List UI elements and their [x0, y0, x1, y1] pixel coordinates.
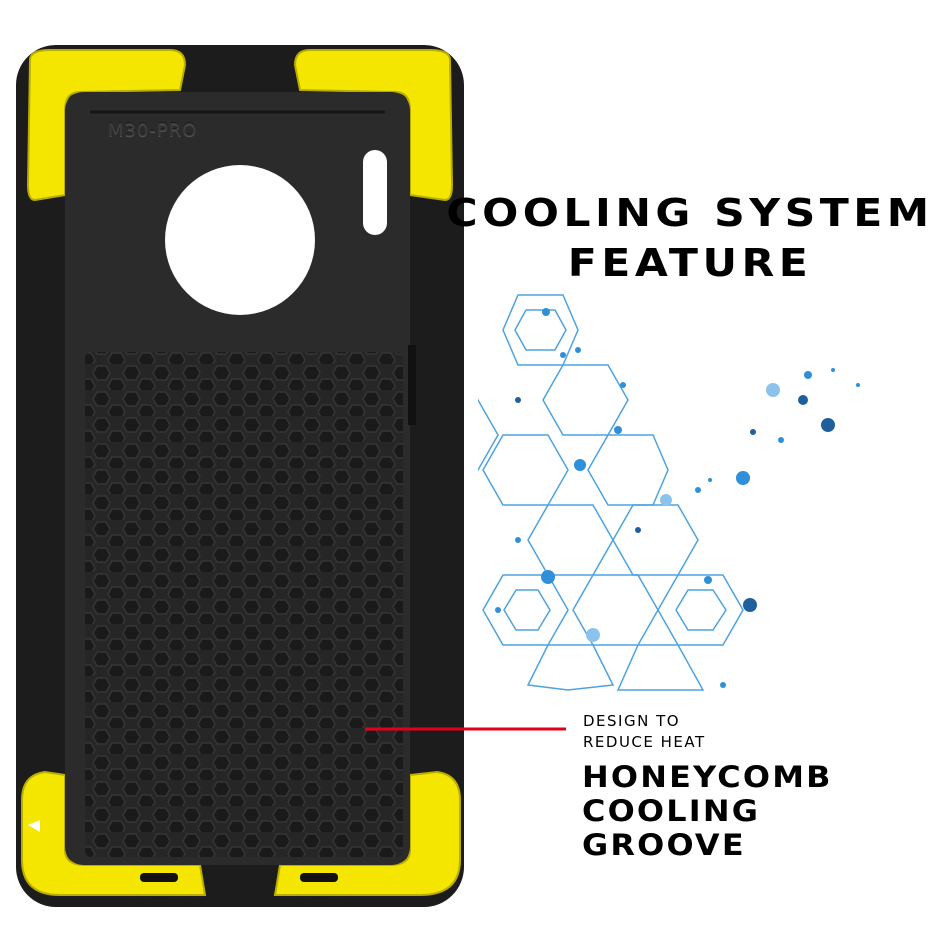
- headline: COOLING SYSTEM FEATURE: [410, 188, 930, 288]
- case-model-text: M30-PRO: [108, 120, 198, 141]
- callout-subtitle-line-1: DESIGN TO: [583, 712, 681, 730]
- corner-bumper-bottom-right: [273, 770, 461, 896]
- callout-subtitle-line-2: REDUCE HEAT: [583, 733, 706, 751]
- callout-title-line-3: GROOVE: [582, 828, 746, 862]
- callout-title-line-1: HONEYCOMB: [582, 760, 833, 794]
- bottom-slot-left: [140, 873, 178, 882]
- corner-bumper-bottom-left: [21, 770, 207, 896]
- headline-line-1: COOLING SYSTEM: [446, 191, 930, 235]
- callout-title-line-2: COOLING: [582, 794, 761, 828]
- corner-bumper-top-right: [293, 49, 454, 202]
- headline-line-2: FEATURE: [567, 241, 813, 285]
- camera-cutout: [165, 165, 315, 315]
- corner-bumper-top-left: [26, 49, 187, 202]
- honeycomb-cooling-groove: [85, 352, 403, 857]
- callout-title: HONEYCOMB COOLING GROOVE: [582, 760, 833, 862]
- flash-cutout: [363, 150, 387, 235]
- bottom-slot-right: [300, 873, 338, 882]
- side-button: [408, 345, 416, 425]
- honeycomb-network-graphic: [478, 294, 860, 691]
